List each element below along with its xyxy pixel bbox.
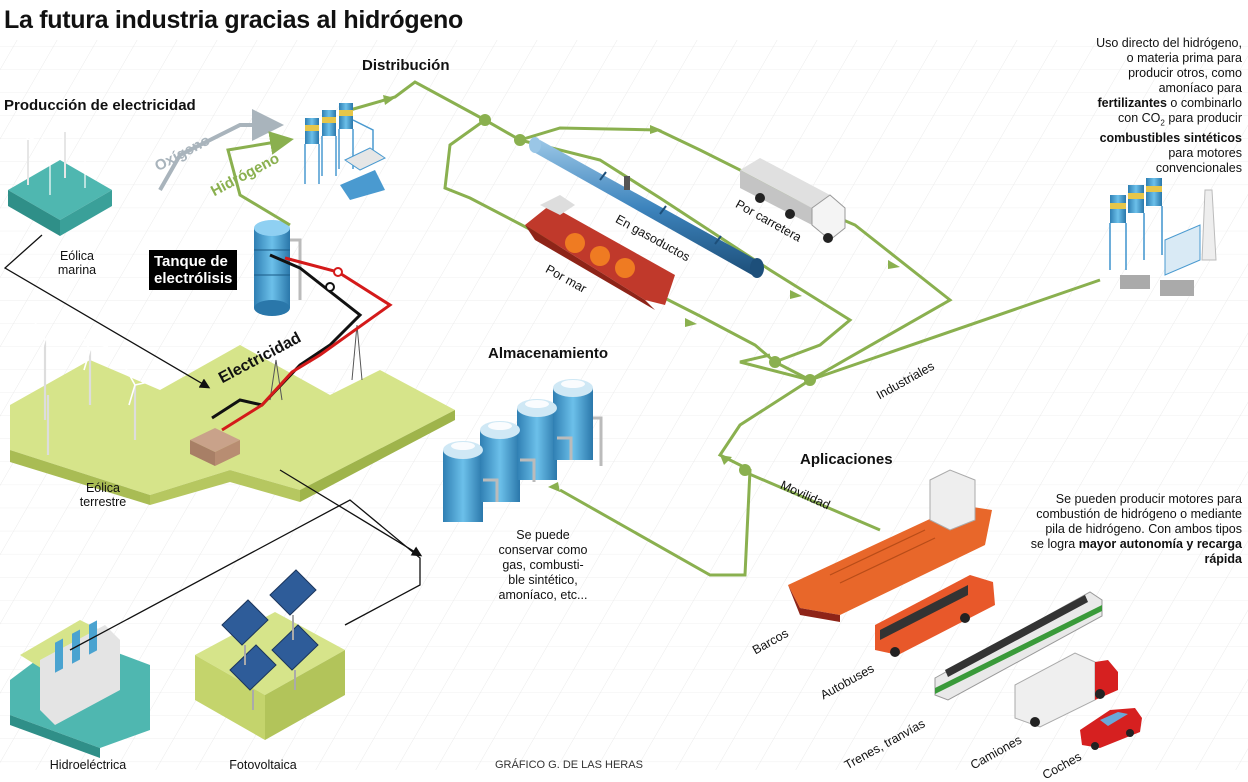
storage-note-line3: gas, combusti- [502,558,584,572]
industry-note-b2: combustibles sintéticos [1099,130,1242,145]
tank-label-line2: electrólisis [154,270,233,287]
credit: GRÁFICO G. DE LAS HERAS [495,759,643,771]
offshore-wind-illustration [8,119,112,236]
solar-illustration [195,569,345,740]
industry-note: Uso directo del hidrógeno, o materia pri… [1086,36,1242,176]
hydroelectric-illustration [10,620,150,758]
industry-note-sub: 2 [1160,118,1165,128]
tanker-truck-illustration [740,158,846,243]
label-solar: Fotovoltaica [229,758,297,772]
industry-note-p3: para producir [1168,111,1242,125]
network-arrows [383,95,900,492]
box-truck-illustration [1014,652,1118,728]
network-nodes [479,114,816,476]
section-storage: Almacenamiento [488,345,609,362]
tank-label-line1: Tanque de [154,253,228,270]
section-distribution: Distribución [362,57,450,74]
onshore-wind-illustration [10,321,455,505]
mobility-note-bold: mayor autonomía y recarga rápida [1078,537,1242,566]
hydrogen-plant-illustration [304,103,387,200]
storage-note-line2: conservar como [498,543,588,557]
storage-tanks-illustration [443,379,603,522]
tram-illustration [934,591,1103,701]
label-onshore-wind: Eólica terrestre [79,481,127,509]
mobility-note: Se pueden producir motores para combusti… [1030,492,1242,567]
section-applications: Aplicaciones [800,451,893,468]
cargo-ship-illustration [788,469,992,622]
industry-note-p4: para motores convencionales [1155,145,1242,175]
storage-note-line4: ble sintético, [508,573,578,587]
industry-note-p2: o combinarlo con CO [1118,96,1242,125]
label-hydro: Hidroeléctrica [49,758,127,772]
car-illustration [1080,708,1142,750]
industry-note-b1: fertilizantes [1097,96,1167,110]
hydrogen-arrow [226,131,294,227]
storage-note-line1: Se puede [516,528,570,542]
page-title: La futura industria gracias al hidrógeno [4,6,463,34]
electrolysis-tank-label: Tanque de electrólisis [149,250,238,290]
lng-ship-illustration [525,195,675,310]
storage-note-line5: amoníaco, etc... [498,588,588,602]
oxygen-arrow [158,109,284,191]
industry-note-p1: Uso directo del hidrógeno, o materia pri… [1096,36,1242,95]
industrial-plant-illustration [1109,178,1217,296]
electrolysis-tank-illustration [254,220,302,316]
storage-note: Se puede conservar como gas, combusti- b… [478,528,608,603]
pipeline-illustration [529,137,764,278]
label-offshore-wind: Eólica marina [57,249,97,277]
mobility-note-text: Se pueden producir motores para combusti… [1030,492,1242,551]
bus-illustration [875,575,995,657]
feeder-lines [3,234,423,651]
section-production: Producción de electricidad [4,97,196,114]
